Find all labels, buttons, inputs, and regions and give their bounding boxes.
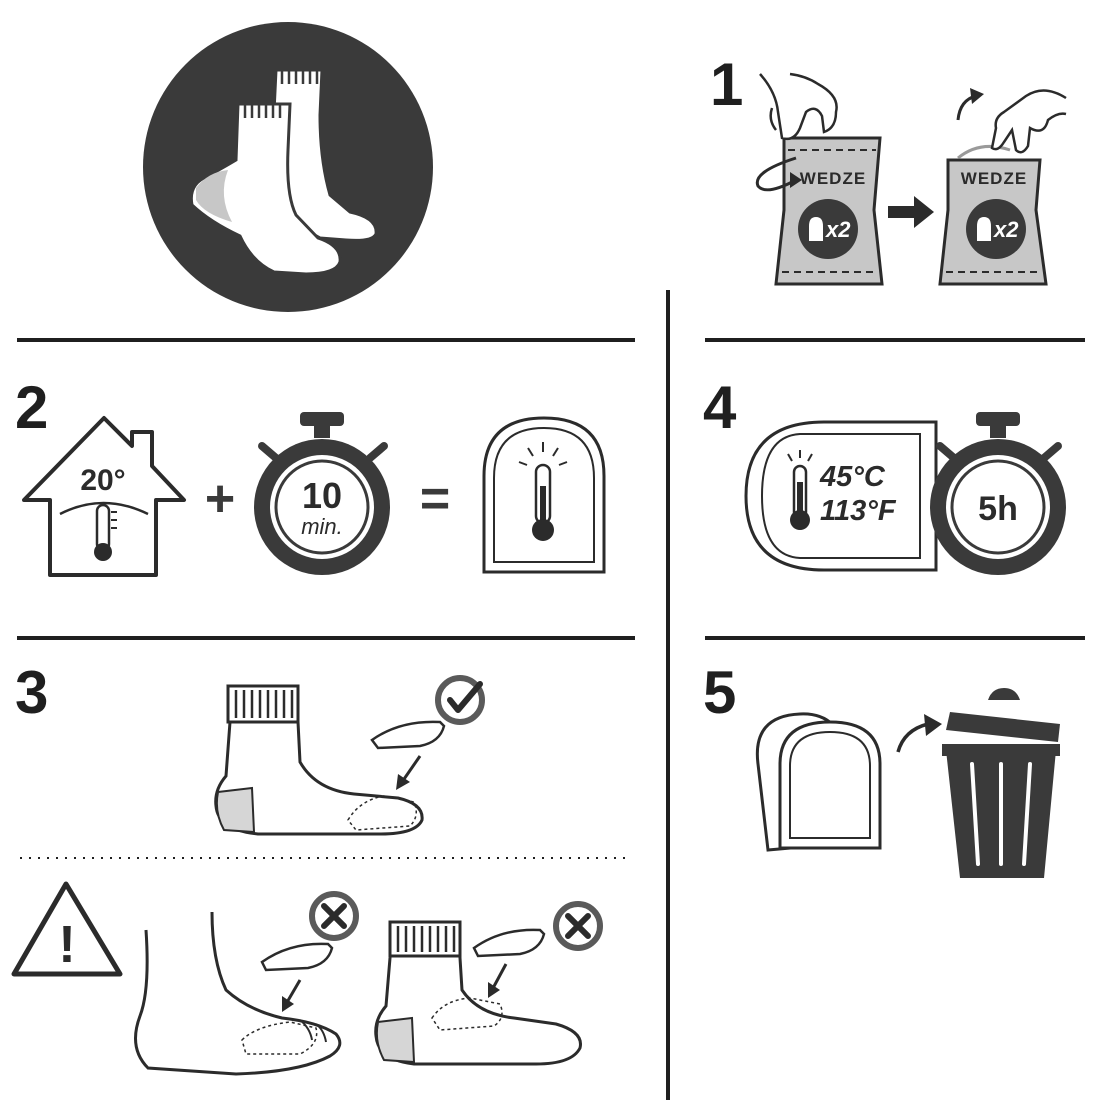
hand-tearing-icon bbox=[759, 72, 838, 141]
sock-wrong-icon bbox=[374, 920, 582, 1066]
hand-pulling-icon bbox=[990, 89, 1067, 154]
timer-value: 10 bbox=[302, 475, 342, 516]
warning-icon: ! bbox=[11, 881, 123, 977]
step-4-number: 4 bbox=[703, 374, 737, 441]
step-1-number: 1 bbox=[710, 51, 743, 118]
sock-front-icon bbox=[189, 102, 342, 276]
equals-sign: = bbox=[420, 470, 450, 528]
heat-temp-celsius: 45°C bbox=[819, 461, 886, 493]
check-icon bbox=[435, 675, 485, 725]
packet-opened-brand: WEDZE bbox=[961, 169, 1027, 188]
used-pads-icon bbox=[755, 712, 882, 852]
tear-arrow-icon bbox=[755, 156, 797, 192]
toe-pad-icon bbox=[370, 720, 446, 750]
pad-heat-thermometer-icon bbox=[790, 510, 810, 530]
step-3-number: 3 bbox=[15, 659, 48, 726]
room-temperature: 20° bbox=[80, 464, 125, 497]
house-thermometer-icon bbox=[94, 543, 112, 561]
pad-target-zone bbox=[347, 795, 417, 831]
header-socks-icon bbox=[143, 22, 433, 312]
packet-opened: WEDZE x2 bbox=[938, 88, 1067, 286]
toe-pad-wrong-2-icon bbox=[472, 928, 546, 958]
sock-front-heel bbox=[196, 170, 232, 222]
plus-sign: + bbox=[205, 470, 235, 528]
packet-sealed: WEDZE x2 bbox=[755, 72, 884, 286]
wrong-arrow-1-icon bbox=[284, 979, 302, 1005]
packet-opened-count: x2 bbox=[993, 217, 1019, 242]
pad-thermometer-icon bbox=[532, 519, 554, 541]
packet-sealed-brand: WEDZE bbox=[800, 169, 866, 188]
duration-value: 5h bbox=[978, 490, 1018, 528]
step-5-number: 5 bbox=[703, 659, 736, 726]
cross-icon-2 bbox=[553, 901, 603, 951]
warning-symbol: ! bbox=[58, 916, 75, 974]
bare-foot-icon bbox=[134, 911, 342, 1076]
step-4: 4 45°C 113°F 5h bbox=[703, 374, 1066, 575]
timer-unit: min. bbox=[301, 514, 343, 539]
sock-back-stripes bbox=[280, 70, 319, 84]
place-arrow-icon bbox=[400, 755, 422, 783]
step-2-number: 2 bbox=[15, 374, 48, 441]
house-icon: 20° bbox=[22, 416, 186, 577]
heat-temp-fahrenheit: 113°F bbox=[820, 495, 897, 527]
cross-icon-1 bbox=[309, 891, 359, 941]
step-1: 1 WEDZE x2 WEDZE x2 bbox=[710, 51, 1067, 286]
toe-pad-wrong-1-icon bbox=[260, 942, 334, 972]
step-2: 2 20° + 10 min. = bbox=[15, 374, 606, 577]
packet-sealed-badge bbox=[798, 199, 858, 259]
next-arrow-icon bbox=[888, 196, 934, 228]
wrong-arrow-2-icon bbox=[490, 963, 508, 991]
throw-arrow-icon bbox=[896, 722, 929, 753]
section-dividers bbox=[17, 290, 1085, 1100]
stopwatch-5h-icon: 5h bbox=[930, 412, 1066, 575]
step-3: 3 bbox=[15, 659, 485, 836]
packet-sealed-count: x2 bbox=[825, 217, 851, 242]
warm-pad-icon bbox=[482, 416, 606, 574]
trash-bin-icon bbox=[942, 688, 1060, 878]
step-5: 5 bbox=[703, 659, 1060, 878]
warning-section: ! bbox=[11, 881, 603, 1076]
stopwatch-10min-icon: 10 min. bbox=[254, 412, 390, 575]
sock-front-stripes bbox=[243, 104, 282, 118]
sock-correct-icon bbox=[214, 684, 424, 836]
packet-opened-badge bbox=[966, 199, 1026, 259]
heated-pad-icon: 45°C 113°F bbox=[744, 420, 938, 572]
